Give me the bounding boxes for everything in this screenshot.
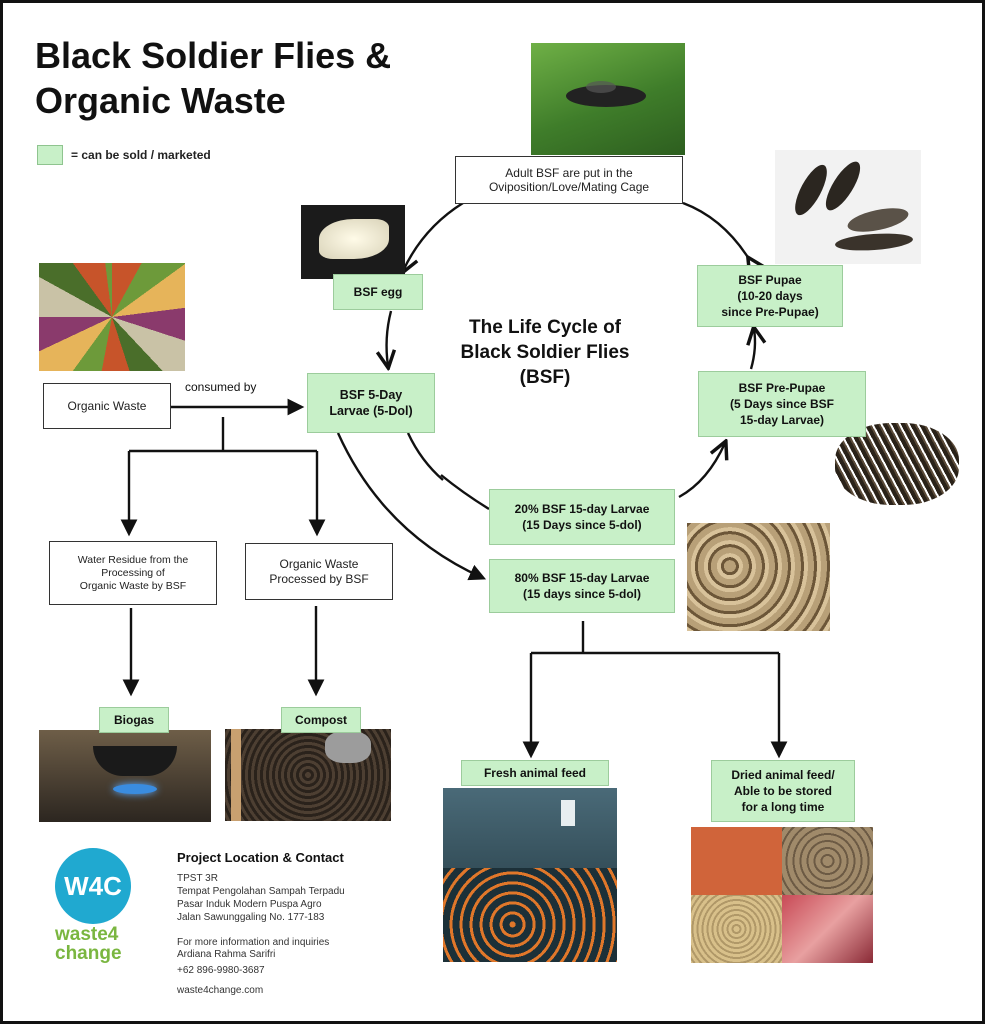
legend-label: = can be sold / marketed — [71, 148, 211, 162]
contact-line: Jalan Sawunggaling No. 177-183 — [177, 912, 325, 923]
biogas-label: Biogas — [99, 707, 169, 733]
contact-phone: +62 896-9980-3687 — [177, 965, 265, 976]
arc-adult-to-egg — [403, 201, 464, 271]
bsf-80pct-larvae-box: 80% BSF 15-day Larvae(15 days since 5-do… — [489, 559, 675, 613]
contact-heading: Project Location & Contact — [177, 850, 344, 865]
fresh-feed-label: Fresh animal feed — [461, 760, 609, 786]
arrow-larvae5-to-larvae80 — [336, 432, 487, 581]
organic-waste-photo — [39, 263, 185, 371]
adult-fly-photo — [531, 43, 685, 155]
contact-line: Ardiana Rahma Sarifri — [177, 949, 276, 960]
cycle-title: The Life Cycle of Black Soldier Flies (B… — [460, 317, 630, 388]
larvae-photo — [687, 523, 830, 631]
dried-feed-photo — [691, 827, 873, 963]
organic-waste-box: Organic Waste — [43, 383, 171, 429]
arc-egg-to-larvae5 — [387, 310, 391, 366]
waste4change-logo-icon: W4C — [55, 848, 131, 924]
contact-website[interactable]: waste4change.com — [177, 985, 264, 996]
pupae-photo — [775, 150, 921, 264]
bsf-egg-box: BSF egg — [333, 274, 423, 310]
consumed-by-label: consumed by — [185, 380, 257, 394]
arc-pupae-to-adult — [682, 201, 749, 259]
legend-swatch — [37, 145, 63, 165]
contact-line: For more information and inquiries — [177, 937, 330, 948]
fish-pond-photo — [443, 788, 617, 962]
arc-larvae5-to-larvae20 — [406, 432, 444, 481]
contact-line: Pasar Induk Modern Puspa Agro — [177, 899, 322, 910]
arc-prepupae-to-pupae — [751, 329, 755, 370]
compost-label: Compost — [281, 707, 361, 733]
flow-connectors — [120, 201, 788, 759]
arc-larvae20-to-prepupae — [678, 443, 725, 499]
biogas-photo — [39, 730, 211, 822]
page-title: Black Soldier Flies & Organic Waste — [35, 33, 391, 123]
compost-photo — [225, 729, 391, 821]
prepupae-photo — [823, 411, 978, 514]
title-line-1: Black Soldier Flies & — [35, 35, 392, 76]
contact-line: Tempat Pengolahan Sampah Terpadu — [177, 886, 345, 897]
egg-photo — [301, 205, 405, 279]
contact-line: TPST 3R — [177, 873, 218, 884]
bsf-20pct-larvae-box: 20% BSF 15-day Larvae(15 Days since 5-do… — [489, 489, 675, 545]
title-line-2: Organic Waste — [35, 80, 286, 121]
